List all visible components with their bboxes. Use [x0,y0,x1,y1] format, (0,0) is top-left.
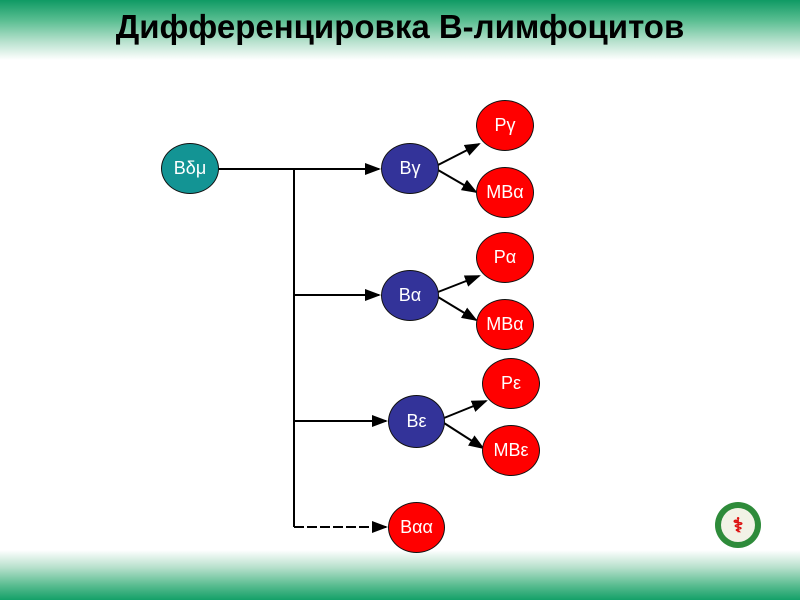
slide-title: Дифференцировка В-лимфоцитов [115,8,685,45]
node-b-epsilon: Bε [388,395,445,448]
emblem-glyph: ⚕ [721,508,755,542]
node-mb-alpha: MBα [476,299,534,350]
node-p-epsilon: Pε [482,358,540,409]
node-b-delta-mu: Bδμ [161,143,219,194]
node-mb-epsilon: MBε [482,425,540,476]
header-gradient [0,0,800,60]
node-p-gamma: Pγ [476,100,534,151]
node-b-alpha: Bα [381,270,439,321]
node-b-gamma: Bγ [381,143,439,194]
medical-emblem-icon: ⚕ [715,502,761,548]
node-mb-gamma: MBα [476,167,534,218]
footer-gradient [0,550,800,600]
node-p-alpha: Pα [476,232,534,283]
node-b-alpha-alpha: Bαα [388,502,445,553]
